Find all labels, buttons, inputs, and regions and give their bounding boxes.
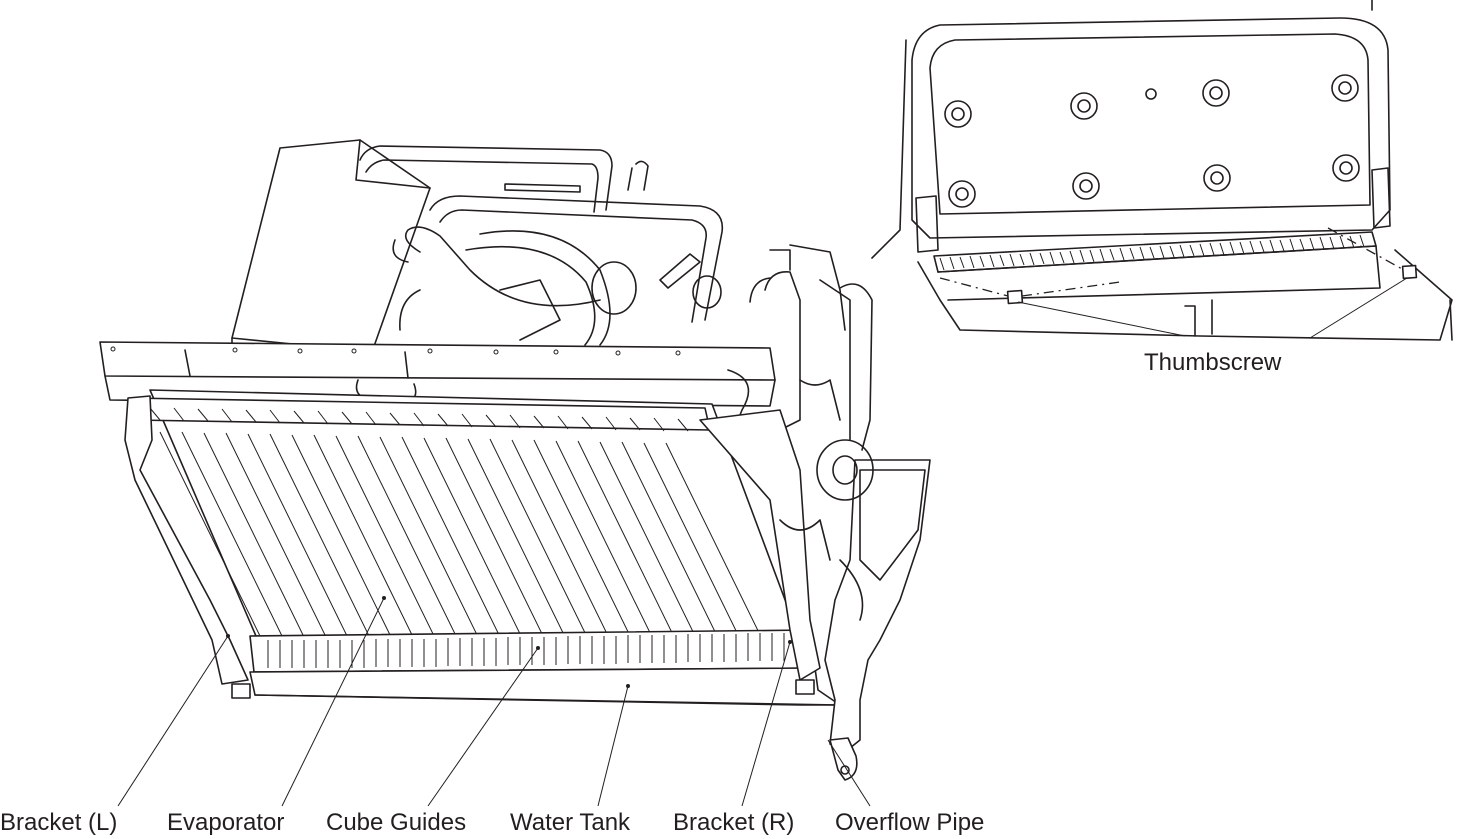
leader-lines xyxy=(117,596,871,807)
evaporator-top-teeth xyxy=(149,407,689,432)
evaporator-label: Evaporator xyxy=(167,809,285,836)
water-tank-label: Water Tank xyxy=(510,809,631,836)
evaporator-fins xyxy=(159,431,767,648)
overflow-pipe xyxy=(829,737,858,781)
bracket-r-label: Bracket (R) xyxy=(673,809,795,836)
inset-top-view xyxy=(871,0,1453,341)
cube-guides-label: Cube Guides xyxy=(326,809,467,836)
overflow-pipe-label: Overflow Pipe xyxy=(835,809,985,836)
inset-guide-teeth xyxy=(939,234,1365,271)
side-chassis xyxy=(779,439,931,753)
main-assembly xyxy=(99,139,931,781)
cube-guide-teeth xyxy=(267,632,797,668)
thumbscrew-right xyxy=(1401,264,1418,280)
right-tube-bundle xyxy=(749,244,873,451)
bracket-left xyxy=(124,395,251,699)
lid-bosses xyxy=(944,74,1360,208)
bracket-l-label: Bracket (L) xyxy=(0,809,118,836)
bracket-right xyxy=(699,409,821,695)
thumbscrew-label: Thumbscrew xyxy=(1144,349,1282,376)
refrigerant-tubing xyxy=(359,145,724,346)
thumbscrew-left xyxy=(1006,289,1024,305)
